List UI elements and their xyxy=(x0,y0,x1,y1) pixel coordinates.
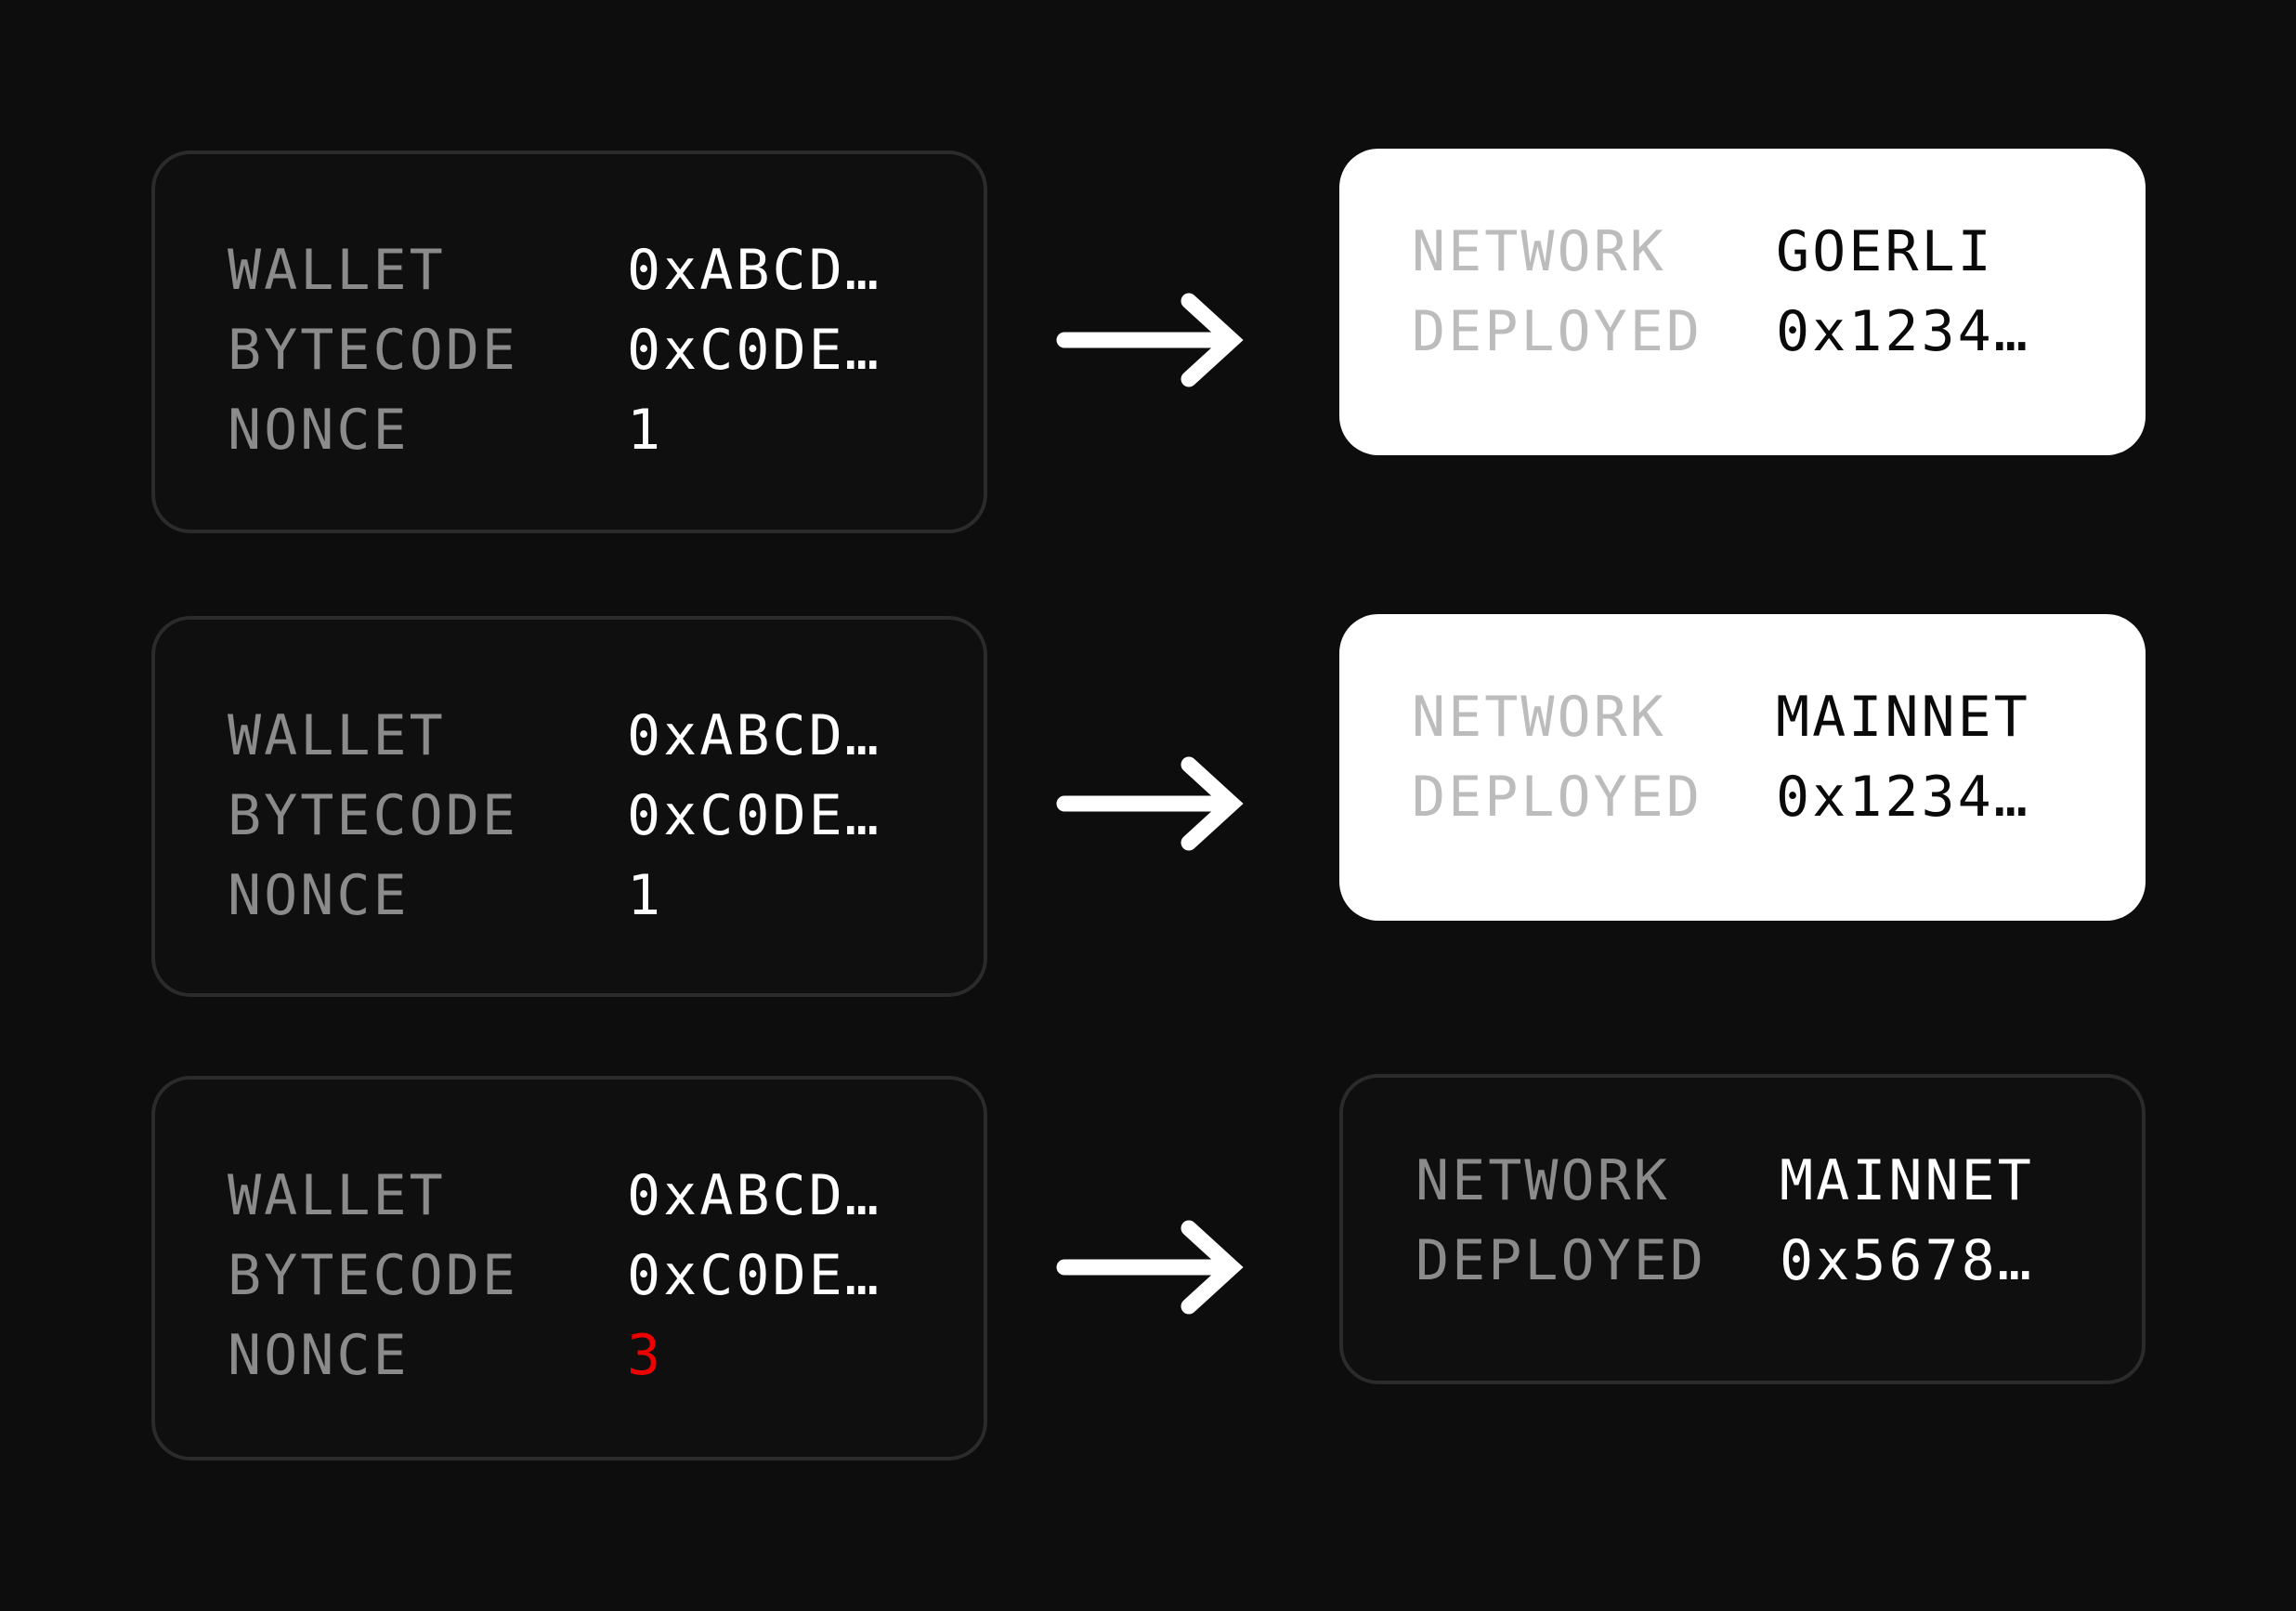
field-label-nonce: NONCE xyxy=(228,398,410,463)
comparison-row: WALLET 0xABCD… BYTECODE 0xC0DE… NONCE 1 … xyxy=(0,149,2296,535)
field-value-wallet: 0xABCD… xyxy=(627,1163,881,1228)
field-list: WALLET 0xABCD… BYTECODE 0xC0DE… NONCE 1 xyxy=(155,230,984,470)
field-label-deployed: DEPLOYED xyxy=(1412,299,1702,364)
field-label-wallet: WALLET xyxy=(228,1163,446,1228)
field-value-bytecode: 0xC0DE… xyxy=(627,783,881,848)
field-value-deployed: 0x1234… xyxy=(1776,299,2030,364)
field-value-deployed: 0x5678… xyxy=(1780,1228,2034,1293)
field-value-network: MAINNET xyxy=(1780,1148,2034,1213)
field-list: NETWORK MAINNET DEPLOYED 0x1234… xyxy=(1339,677,2146,837)
field-value-bytecode: 0xC0DE… xyxy=(627,1243,881,1308)
field-label-bytecode: BYTECODE xyxy=(228,1243,518,1308)
output-card[interactable]: NETWORK MAINNET DEPLOYED 0x5678… xyxy=(1339,1074,2146,1384)
input-card[interactable]: WALLET 0xABCD… BYTECODE 0xC0DE… NONCE 1 xyxy=(151,616,987,997)
field-label-nonce: NONCE xyxy=(228,1323,410,1388)
comparison-row: WALLET 0xABCD… BYTECODE 0xC0DE… NONCE 1 … xyxy=(0,614,2296,999)
field-value-nonce: 1 xyxy=(627,863,664,928)
field-value-nonce: 1 xyxy=(627,398,664,463)
arrow-right-icon xyxy=(1055,753,1250,854)
field-list: WALLET 0xABCD… BYTECODE 0xC0DE… NONCE 1 xyxy=(155,696,984,936)
field-value-wallet: 0xABCD… xyxy=(627,238,881,303)
field-value-nonce: 3 xyxy=(627,1323,664,1388)
field-label-network: NETWORK xyxy=(1412,219,1666,284)
input-card[interactable]: WALLET 0xABCD… BYTECODE 0xC0DE… NONCE 3 xyxy=(151,1076,987,1460)
output-card[interactable]: NETWORK MAINNET DEPLOYED 0x1234… xyxy=(1339,614,2146,921)
field-label-wallet: WALLET xyxy=(228,703,446,768)
field-label-network: NETWORK xyxy=(1415,1148,1670,1213)
field-label-bytecode: BYTECODE xyxy=(228,783,518,848)
field-label-wallet: WALLET xyxy=(228,238,446,303)
field-value-network: MAINNET xyxy=(1776,685,2030,750)
output-card[interactable]: NETWORK GOERLI DEPLOYED 0x1234… xyxy=(1339,149,2146,455)
field-value-network: GOERLI xyxy=(1776,219,1994,284)
field-value-bytecode: 0xC0DE… xyxy=(627,318,881,383)
arrow-right-icon xyxy=(1055,1217,1250,1317)
field-list: NETWORK MAINNET DEPLOYED 0x5678… xyxy=(1343,1141,2142,1301)
arrow-right-icon xyxy=(1055,290,1250,390)
field-value-deployed: 0x1234… xyxy=(1776,765,2030,830)
field-list: WALLET 0xABCD… BYTECODE 0xC0DE… NONCE 3 xyxy=(155,1156,984,1395)
field-label-deployed: DEPLOYED xyxy=(1412,765,1702,830)
input-card[interactable]: WALLET 0xABCD… BYTECODE 0xC0DE… NONCE 1 xyxy=(151,151,987,533)
field-list: NETWORK GOERLI DEPLOYED 0x1234… xyxy=(1339,212,2146,372)
field-label-deployed: DEPLOYED xyxy=(1415,1228,1706,1293)
comparison-row: WALLET 0xABCD… BYTECODE 0xC0DE… NONCE 3 … xyxy=(0,1074,2296,1462)
field-label-nonce: NONCE xyxy=(228,863,410,928)
field-label-bytecode: BYTECODE xyxy=(228,318,518,383)
field-value-wallet: 0xABCD… xyxy=(627,703,881,768)
field-label-network: NETWORK xyxy=(1412,685,1666,750)
